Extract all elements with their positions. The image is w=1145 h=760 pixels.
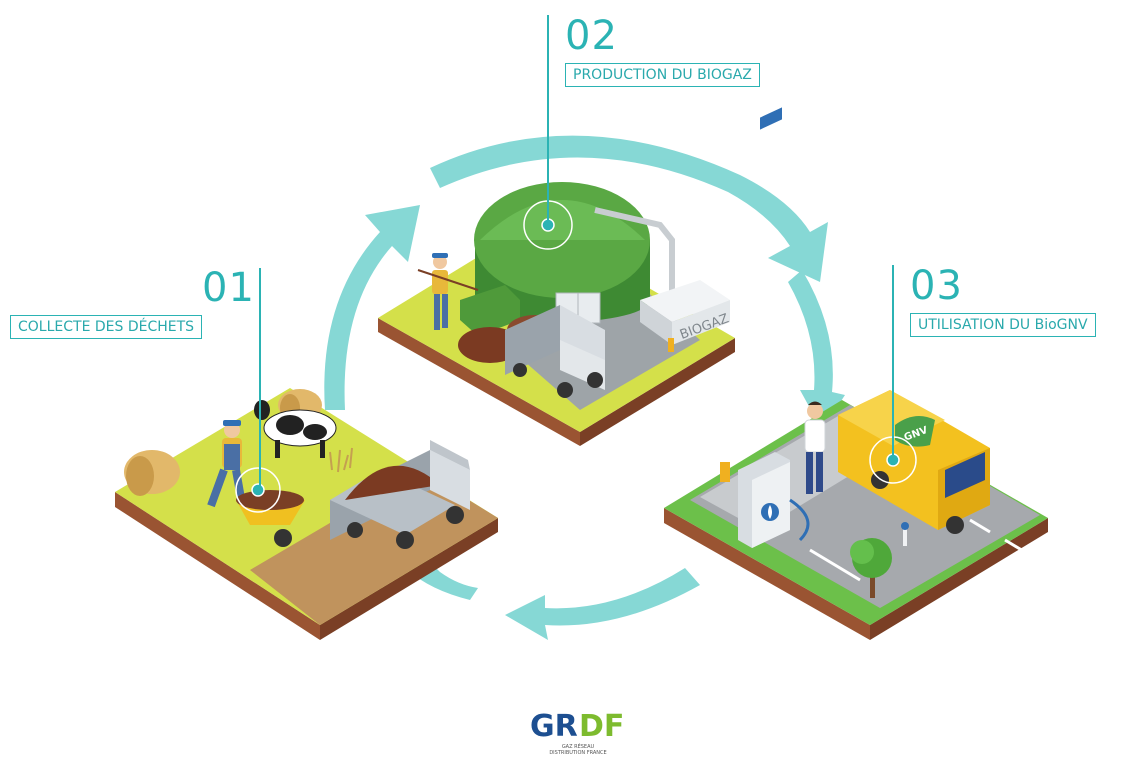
waste-bin	[460, 285, 520, 336]
van: GNV	[838, 390, 990, 534]
callout-lines	[259, 15, 894, 486]
cycle-arrow-right	[788, 270, 845, 430]
gas-pipe	[594, 207, 675, 300]
step-02-label: PRODUCTION DU BIOGAZ	[565, 63, 760, 87]
tile-utilisation: GNV	[664, 107, 1048, 640]
logo-letters-blue: GR	[530, 709, 578, 744]
step-03-label: UTILISATION DU BioGNV	[910, 313, 1096, 337]
driver	[804, 401, 826, 494]
bollard	[901, 522, 909, 546]
wheelbarrow	[236, 490, 305, 547]
logo-letters-green: DF	[579, 709, 625, 744]
cycle-arrows	[324, 135, 845, 640]
worker	[417, 253, 479, 330]
cycle-arrow-bottom	[505, 568, 700, 640]
van-badge: GNV	[895, 416, 935, 447]
biogas-unit: BIOGAZ	[640, 280, 731, 352]
dump-truck	[505, 305, 605, 398]
hay-bale	[124, 450, 180, 496]
logo-subtitle-line2: DISTRIBUTION FRANCE	[549, 750, 607, 756]
tree	[850, 538, 892, 598]
step-01-label: COLLECTE DES DÉCHETS	[10, 315, 203, 339]
cycle-arrow-top-right	[430, 135, 828, 282]
step-03-number: 03	[910, 263, 963, 309]
step-02-number: 02	[565, 13, 618, 59]
cow	[254, 400, 337, 458]
cycle-arrow-top-left	[324, 205, 420, 410]
pickup-truck	[330, 440, 470, 549]
road-markings	[809, 518, 1026, 582]
logo-subtitle-line1: GAZ RÉSEAU	[561, 744, 595, 750]
grass-tuft	[329, 447, 353, 473]
tile-production: BIOGAZ	[378, 182, 735, 446]
step-01-number: 01	[202, 265, 255, 311]
fuel-station	[720, 107, 810, 548]
tile-collection	[115, 388, 498, 640]
target-marker	[235, 467, 281, 513]
